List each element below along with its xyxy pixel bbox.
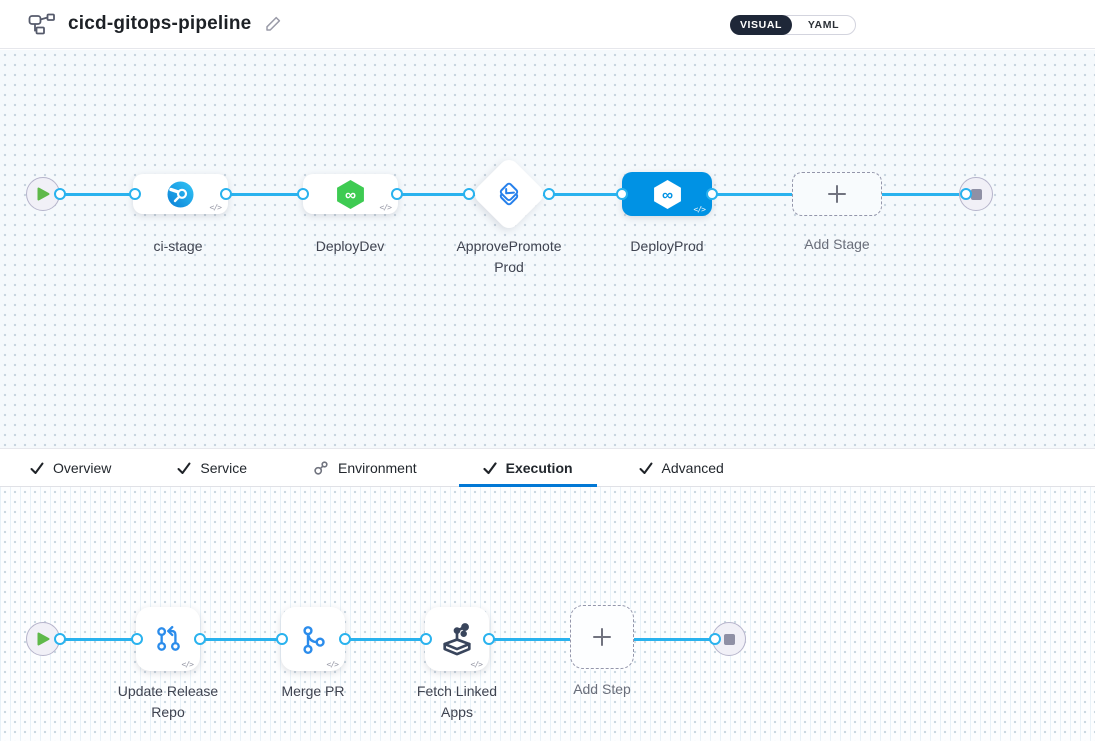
merge-pr-icon: [302, 625, 325, 654]
code-template-icon: </>: [181, 660, 194, 669]
add-stage-label: Add Stage: [804, 236, 870, 252]
tab-execution[interactable]: Execution: [458, 449, 597, 487]
tab-service[interactable]: Service: [153, 449, 271, 486]
connector-port[interactable]: [129, 188, 141, 200]
stage-node-deployprod[interactable]: ∞ </>: [622, 172, 712, 216]
stage-label: ApprovePromoteProd: [456, 238, 562, 275]
add-step-button[interactable]: [570, 605, 634, 669]
stop-icon: [970, 188, 982, 200]
plus-icon: [593, 628, 611, 646]
stage-label: DeployProd: [630, 238, 704, 254]
check-icon: [177, 462, 191, 474]
tab-environment[interactable]: Environment: [289, 449, 441, 486]
step-connector-line: [60, 638, 715, 641]
step-node-fetch-linked-apps[interactable]: </>: [425, 607, 489, 671]
stage-label: DeployDev: [315, 238, 385, 254]
connector-port[interactable]: [339, 633, 351, 645]
connector-port[interactable]: [297, 188, 309, 200]
connector-port[interactable]: [391, 188, 403, 200]
step-node-update-release-repo[interactable]: </>: [136, 607, 200, 671]
pipeline-start-node: [26, 177, 60, 211]
update-release-repo-icon: [157, 625, 180, 651]
pipeline-graph-icon: [28, 13, 55, 35]
add-stage-button[interactable]: [792, 172, 882, 216]
play-icon: [37, 632, 49, 646]
active-tab-underline: [458, 484, 597, 487]
stage-node-ci-stage[interactable]: </>: [133, 174, 228, 214]
deployment-icon: ∞: [337, 179, 364, 209]
connector-port[interactable]: [54, 188, 66, 200]
connector-port[interactable]: [54, 633, 66, 645]
connector-port[interactable]: [483, 633, 495, 645]
code-template-icon: </>: [379, 203, 392, 212]
view-toggle: VISUAL YAML: [730, 15, 856, 35]
connector-port[interactable]: [960, 188, 972, 200]
connector-port[interactable]: [276, 633, 288, 645]
deployment-icon: ∞: [653, 179, 681, 209]
code-template-icon: </>: [209, 203, 222, 212]
edit-pencil-icon[interactable]: [263, 14, 283, 34]
code-template-icon: </>: [470, 660, 483, 669]
check-icon: [639, 462, 653, 474]
pipeline-title: cicd-gitops-pipeline: [68, 13, 252, 34]
check-icon: [30, 462, 44, 474]
svg-text:∞: ∞: [345, 187, 356, 204]
connector-port[interactable]: [463, 188, 475, 200]
stage-label: ci-stage: [153, 238, 203, 254]
execution-canvas[interactable]: </> </> </>: [0, 487, 1095, 741]
add-step-label: Add Step: [573, 681, 631, 697]
tab-advanced[interactable]: Advanced: [615, 449, 748, 486]
stage-node-deploydev[interactable]: ∞ </>: [303, 174, 398, 214]
code-template-icon: </>: [326, 660, 339, 669]
environment-icon: [314, 460, 328, 475]
play-icon: [37, 187, 49, 201]
connector-port[interactable]: [420, 633, 432, 645]
stage-config-tabbar: Overview Service Environment Execution A…: [0, 448, 1095, 487]
ci-stage-icon: [167, 181, 194, 207]
header: cicd-gitops-pipeline VISUAL YAML: [0, 0, 1095, 49]
yaml-toggle-button[interactable]: YAML: [807, 19, 840, 31]
connector-port[interactable]: [194, 633, 206, 645]
step-label: Update Release Repo: [117, 683, 219, 720]
step-label: Merge PR: [281, 683, 345, 699]
connector-port[interactable]: [706, 188, 718, 200]
plus-icon: [828, 185, 846, 203]
step-node-merge-pr[interactable]: </>: [281, 607, 345, 671]
connector-port[interactable]: [543, 188, 555, 200]
stage-canvas[interactable]: </> ∞ </> ∞ </>: [0, 50, 1095, 448]
fetch-linked-apps-icon: [443, 623, 471, 656]
connector-port[interactable]: [709, 633, 721, 645]
visual-toggle-button[interactable]: VISUAL: [730, 15, 792, 35]
connector-port[interactable]: [131, 633, 143, 645]
step-label: Fetch Linked Apps: [416, 683, 498, 720]
connector-port[interactable]: [616, 188, 628, 200]
tab-overview[interactable]: Overview: [6, 449, 135, 486]
check-icon: [483, 461, 497, 474]
stage-node-approvepromoteprod[interactable]: [470, 155, 548, 233]
stop-icon: [723, 633, 735, 645]
svg-text:∞: ∞: [661, 187, 672, 204]
code-template-icon: </>: [693, 205, 706, 214]
connector-port[interactable]: [220, 188, 232, 200]
